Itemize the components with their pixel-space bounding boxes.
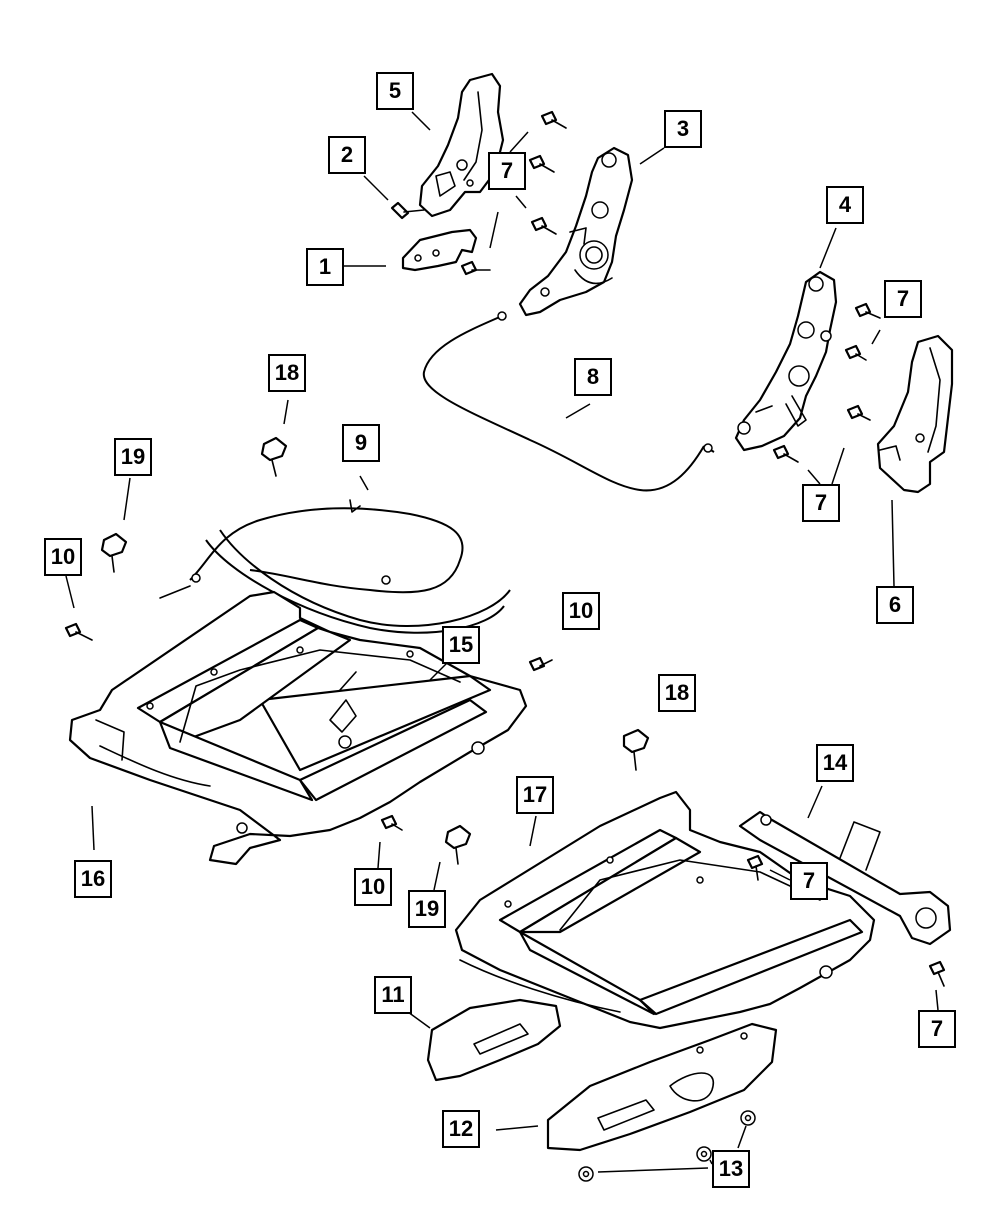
bolts xyxy=(64,110,946,987)
callout-16: 16 xyxy=(74,860,112,898)
part-13-nuts xyxy=(578,1110,756,1182)
callout-19-lower: 19 xyxy=(408,890,446,928)
part-17-seat-track-assembly xyxy=(454,790,876,1030)
part-1-bracket xyxy=(401,228,478,272)
leader-lines xyxy=(65,111,939,1173)
callout-3: 3 xyxy=(664,110,702,148)
part-5-recliner-cover xyxy=(418,72,505,218)
part-12-track-shield xyxy=(546,1022,778,1152)
part-11-track-shield xyxy=(426,998,562,1082)
part-4-right-recliner xyxy=(734,270,838,452)
callout-13: 13 xyxy=(712,1150,750,1188)
callout-7-upper-left: 7 xyxy=(488,152,526,190)
callout-7-tube: 7 xyxy=(790,862,828,900)
callout-14: 14 xyxy=(816,744,854,782)
callout-1: 1 xyxy=(306,248,344,286)
callout-6: 6 xyxy=(876,586,914,624)
callout-10-right: 10 xyxy=(562,592,600,630)
callout-9: 9 xyxy=(342,424,380,462)
part-14-adjuster-tube xyxy=(738,810,952,946)
callout-10-bottom: 10 xyxy=(354,868,392,906)
callout-7-middle-right: 7 xyxy=(802,484,840,522)
callout-7-upper-right: 7 xyxy=(884,280,922,318)
part-8-recliner-cable xyxy=(422,311,715,492)
callout-7-lower-right: 7 xyxy=(918,1010,956,1048)
part-3-left-recliner xyxy=(518,146,634,317)
callout-5: 5 xyxy=(376,72,414,110)
callout-10-left: 10 xyxy=(44,538,82,576)
callout-15: 15 xyxy=(442,626,480,664)
callout-12: 12 xyxy=(442,1110,480,1148)
part-16-seat-track-assembly xyxy=(68,590,528,866)
part-9-wire-harness xyxy=(159,499,511,634)
callout-11: 11 xyxy=(374,976,412,1014)
callout-8: 8 xyxy=(574,358,612,396)
callout-19-upper: 19 xyxy=(114,438,152,476)
part-6-recliner-cover xyxy=(876,334,954,494)
callout-17: 17 xyxy=(516,776,554,814)
callout-18-upper: 18 xyxy=(268,354,306,392)
callout-2: 2 xyxy=(328,136,366,174)
callout-18-lower: 18 xyxy=(658,674,696,712)
callout-4: 4 xyxy=(826,186,864,224)
